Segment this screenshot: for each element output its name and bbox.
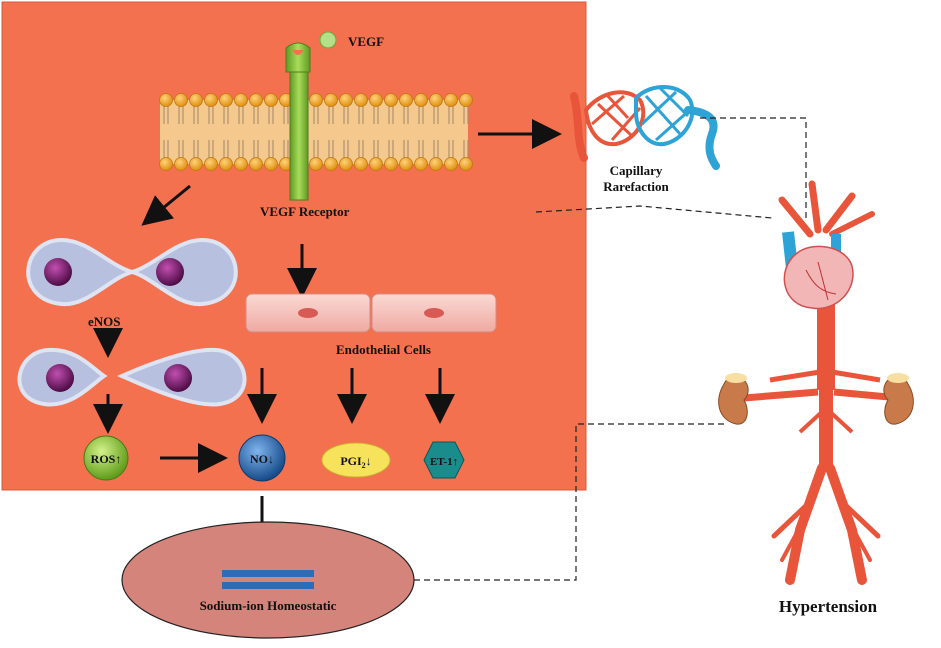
enos-label: eNOS [88, 314, 121, 329]
lipid-head [429, 157, 443, 171]
lipid-head [219, 93, 233, 107]
lipid-head [204, 93, 218, 107]
lipid-head [159, 157, 173, 171]
ros-node [83, 435, 129, 481]
vegf-label: VEGF [348, 34, 384, 49]
lipid-head [189, 93, 203, 107]
lipid-head [399, 157, 413, 171]
lipid-head [234, 157, 248, 171]
lipid-head [249, 93, 263, 107]
vegf-ligand [319, 31, 337, 49]
et1-label: ET-1↑ [430, 456, 458, 468]
lipid-head [369, 157, 383, 171]
lipid-head [444, 93, 458, 107]
vascular-system [743, 180, 901, 585]
endothelial-cells-label: Endothelial Cells [336, 342, 431, 357]
lipid-head [174, 93, 188, 107]
lipid-head [264, 93, 278, 107]
vegf-receptor-label: VEGF Receptor [260, 204, 350, 219]
lipid-head [189, 157, 203, 171]
lipid-head [249, 157, 263, 171]
lipid-head [414, 157, 428, 171]
lipid-head [429, 93, 443, 107]
endothelial-cells [245, 293, 497, 333]
ros-label: ROS↑ [91, 452, 122, 466]
sodium-bar-bottom [222, 582, 314, 589]
capillary-label-line1: Capillary [610, 163, 663, 178]
lipid-head [174, 157, 188, 171]
lipid-head [324, 93, 338, 107]
pgi2-subscript: 2 [362, 461, 366, 470]
dashed-sodium-kidney [414, 423, 728, 581]
lipid-head [459, 157, 473, 171]
dashed-capillary-heart [700, 117, 807, 222]
lipid-head [309, 157, 323, 171]
lipid-head [204, 157, 218, 171]
pgi2-node [321, 442, 391, 478]
hypertension-label: Hypertension [779, 597, 878, 616]
enos-uncoupled-cells [17, 347, 247, 407]
lipid-head [324, 157, 338, 171]
lipid-head [354, 157, 368, 171]
dashed-membrane-heart [535, 205, 773, 219]
cell-membrane [159, 93, 473, 171]
lipid-head [444, 157, 458, 171]
lipid-head [459, 93, 473, 107]
pgi2-arrow: ↓ [366, 454, 372, 468]
capillary-label-line2: Rarefaction [603, 179, 669, 194]
lipid-head [369, 93, 383, 107]
lipid-head [309, 93, 323, 107]
lipid-head [384, 157, 398, 171]
lipid-head [384, 93, 398, 107]
no-label: NO↓ [250, 452, 274, 466]
lipid-head [414, 93, 428, 107]
et1-node [423, 441, 465, 479]
vegf-receptor [285, 42, 311, 201]
capillary-network [570, 84, 720, 170]
lipid-head [354, 93, 368, 107]
lipid-head [234, 93, 248, 107]
lipid-head [264, 157, 278, 171]
lipid-head [159, 93, 173, 107]
sodium-bar-top [222, 570, 314, 577]
sodium-homeostatic-node [121, 521, 415, 639]
lipid-head [399, 93, 413, 107]
kidneys [718, 373, 914, 425]
lipid-head [339, 157, 353, 171]
enos-coupled-cells [26, 237, 238, 307]
pgi2-main: PGI [340, 454, 362, 468]
lipid-head [339, 93, 353, 107]
no-node [238, 434, 286, 482]
lipid-head [219, 157, 233, 171]
pgi2-label: PGI2↓ [340, 454, 371, 470]
sodium-label: Sodium-ion Homeostatic [200, 598, 337, 613]
arrow-membrane-enos [141, 184, 191, 226]
